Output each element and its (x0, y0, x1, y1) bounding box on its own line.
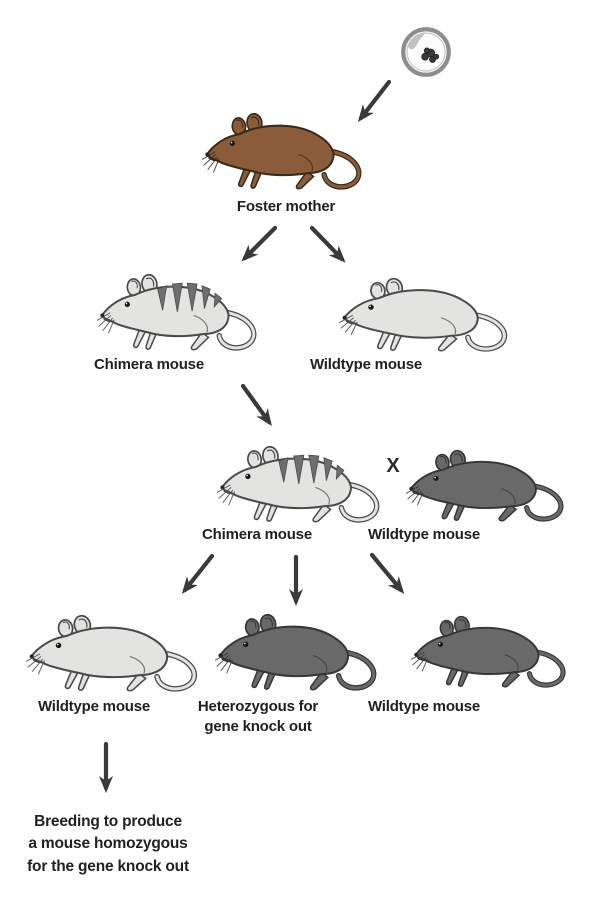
label-chimera-mouse-1: Chimera mouse (94, 356, 204, 373)
label-wildtype-mouse-2: Wildtype mouse (367, 526, 481, 543)
stem-cells-icon (421, 47, 440, 63)
label-wildtype-mouse-1: Wildtype mouse (309, 356, 423, 373)
chimera-mouse-1 (97, 273, 261, 351)
label-wildtype-mouse-3: Wildtype mouse (37, 698, 151, 715)
arrow-chimera-to-cross (240, 383, 272, 427)
arrow-cross-to-wildtype-right (369, 552, 405, 594)
wildtype-mouse-2 (406, 449, 568, 522)
petri-dish-icon (400, 26, 452, 78)
label-foster-mother: Foster mother (236, 198, 336, 215)
arrow-foster-to-chimera (241, 225, 278, 262)
foster-mother-mouse (202, 112, 366, 190)
cross-symbol: X (386, 455, 400, 477)
label-wildtype-mouse-4: Wildtype mouse (367, 698, 481, 715)
wildtype-mouse-1 (339, 277, 512, 352)
chimera-mouse-2 (217, 445, 384, 523)
wildtype-mouse-3 (26, 614, 202, 692)
label-heterozygous-mouse: Heterozygous for gene knock out (197, 698, 319, 736)
arrow-cross-to-wildtype-left (181, 553, 215, 594)
label-chimera-mouse-2: Chimera mouse (202, 526, 312, 543)
heterozygous-mouse (215, 613, 381, 691)
breeding-note: Breeding to produce a mouse homozygous f… (27, 813, 189, 875)
arrow-foster-to-wildtype (309, 225, 346, 263)
wildtype-mouse-4 (411, 615, 570, 688)
